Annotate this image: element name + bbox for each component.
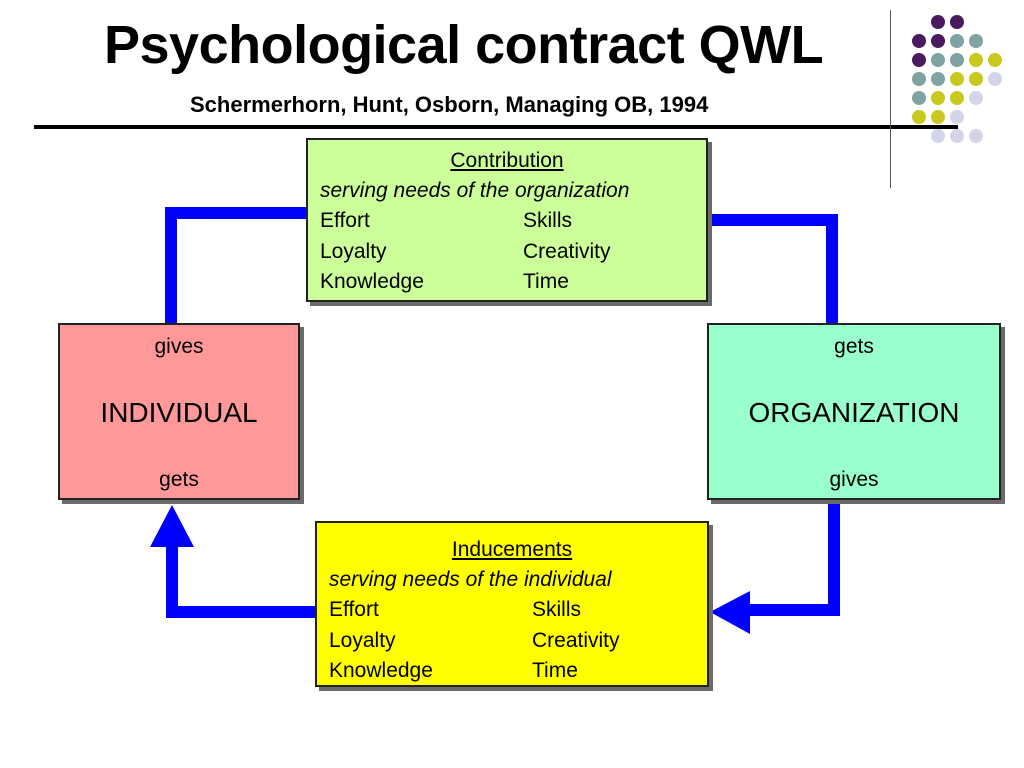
decorative-dot [950, 34, 964, 48]
contribution-item: Creativity [523, 239, 611, 263]
decorative-dot-grid [912, 15, 1002, 143]
decorative-dot [969, 129, 983, 143]
contribution-item: Loyalty [320, 239, 387, 263]
inducements-item: Creativity [532, 628, 620, 652]
contribution-item: Effort [320, 209, 370, 232]
slide-subtitle: Schermerhorn, Hunt, Osborn, Managing OB,… [190, 92, 709, 117]
inducements-box: Inducements serving needs of the individ… [315, 521, 709, 687]
arrowhead-up-icon [150, 505, 194, 547]
individual-gives-label: gives [154, 335, 204, 358]
inducements-item: Knowledge [329, 659, 433, 682]
decorative-dot [988, 72, 1002, 86]
contribution-row: Effort Skills [320, 206, 706, 237]
decorative-dot [969, 34, 983, 48]
contribution-item: Skills [523, 209, 573, 232]
inducements-item: Time [532, 659, 578, 682]
organization-gives-label: gives [829, 468, 879, 491]
individual-gets-label: gets [159, 468, 199, 491]
organization-box: gets ORGANIZATION gives [707, 323, 1001, 500]
individual-box: gives INDIVIDUAL gets [58, 323, 300, 500]
decorative-dot [988, 53, 1002, 67]
contribution-row: Loyalty Creativity [320, 237, 706, 268]
decorative-dot [912, 72, 926, 86]
decorative-dot [931, 15, 945, 29]
inducements-row: Loyalty Creativity [329, 626, 707, 657]
organization-name: ORGANIZATION [748, 397, 960, 428]
decorative-dot [950, 72, 964, 86]
decorative-dot [912, 34, 926, 48]
connector-organization-to-inducements [748, 500, 840, 616]
inducements-item: Loyalty [329, 628, 396, 652]
contribution-subheading: serving needs of the organization [320, 179, 630, 202]
decorative-dot [931, 91, 945, 105]
inducements-subheading: serving needs of the individual [329, 568, 612, 591]
title-underline [34, 125, 958, 129]
decorative-dot [950, 15, 964, 29]
contribution-heading: Contribution [450, 149, 564, 172]
decorative-dot [912, 91, 926, 105]
contribution-box: Contribution serving needs of the organi… [306, 138, 708, 302]
connector-contribution-to-organization [708, 214, 838, 323]
individual-name: INDIVIDUAL [100, 397, 258, 428]
vertical-divider [890, 10, 891, 188]
organization-gets-label: gets [834, 335, 874, 358]
decorative-dot [931, 72, 945, 86]
decorative-dot [931, 53, 945, 67]
decorative-dot [969, 53, 983, 67]
arrowhead-left-icon [710, 591, 750, 634]
decorative-dot [912, 53, 926, 67]
decorative-dot [931, 129, 945, 143]
decorative-dot [950, 129, 964, 143]
connector-individual-to-contribution [165, 207, 306, 323]
inducements-item: Skills [532, 598, 582, 621]
contribution-item: Time [523, 270, 569, 293]
decorative-dot [969, 72, 983, 86]
contribution-row: Knowledge Time [320, 267, 706, 298]
inducements-row: Knowledge Time [329, 656, 707, 687]
inducements-heading: Inducements [451, 538, 573, 561]
decorative-dot [931, 34, 945, 48]
connector-inducements-to-individual [166, 545, 315, 618]
slide-title: Psychological contract QWL [104, 15, 824, 75]
inducements-item: Effort [329, 598, 379, 621]
decorative-dot [969, 91, 983, 105]
contribution-item: Knowledge [320, 270, 424, 293]
decorative-dot [912, 110, 926, 124]
decorative-dot [931, 110, 945, 124]
decorative-dot [950, 53, 964, 67]
decorative-dot [950, 91, 964, 105]
decorative-dot [950, 110, 964, 124]
inducements-row: Effort Skills [329, 595, 707, 626]
